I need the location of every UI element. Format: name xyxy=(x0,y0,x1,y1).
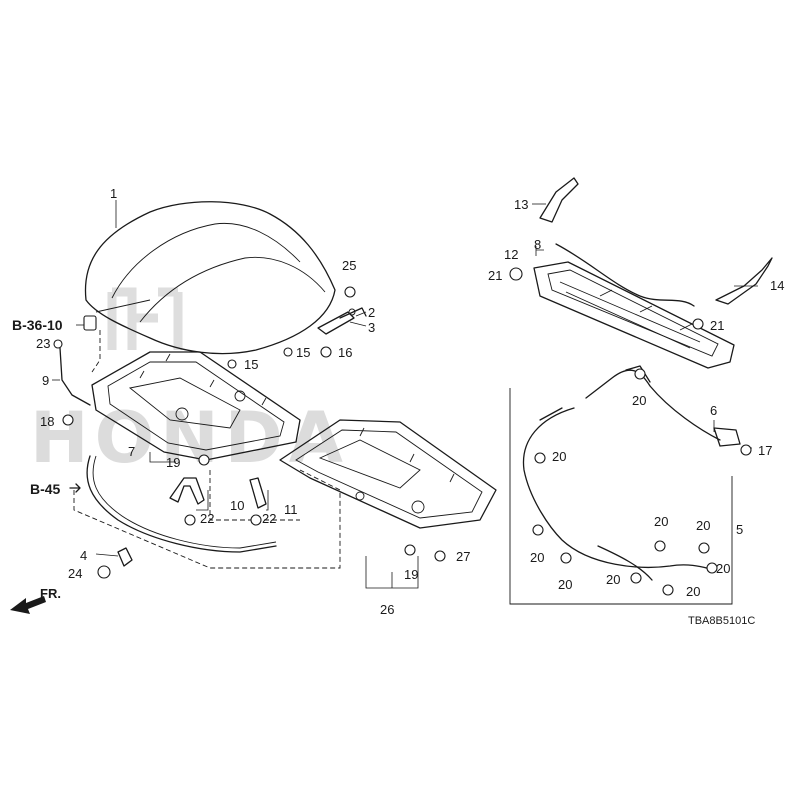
latch-bracket-right[interactable] xyxy=(249,477,267,509)
part-number: 20 xyxy=(606,572,620,587)
part-number: 22 xyxy=(262,511,276,526)
part-number: 4 xyxy=(80,548,87,563)
bracket-4-icon xyxy=(117,547,133,567)
guide-line-b36 xyxy=(91,330,101,373)
part-number: 12 xyxy=(504,247,518,262)
hood-latch[interactable] xyxy=(713,427,741,447)
part-number: 19 xyxy=(166,455,180,470)
part-number: 5 xyxy=(736,522,743,537)
guide-line-frame xyxy=(209,470,300,521)
part-number: 24 xyxy=(68,566,82,581)
front-label: FR. xyxy=(40,586,61,601)
part-number: 14 xyxy=(770,278,784,293)
clip-25-icon xyxy=(344,286,356,298)
hood-lower-panel[interactable] xyxy=(279,419,497,529)
clip-20i-icon xyxy=(706,562,718,574)
latch-bracket-left[interactable] xyxy=(169,477,205,505)
part-number: 21 xyxy=(488,268,502,283)
part-number: 11 xyxy=(284,502,298,517)
honda-watermark: HONDA xyxy=(30,287,349,479)
part-number: 15 xyxy=(296,345,310,360)
clip-19b-icon xyxy=(404,544,416,556)
part-number: 9 xyxy=(42,373,49,388)
cable-group-box xyxy=(509,388,733,605)
part-number: 20 xyxy=(530,550,544,565)
part-number: 3 xyxy=(368,320,375,335)
part-number: 20 xyxy=(716,561,730,576)
hinge-assembly[interactable] xyxy=(317,307,367,335)
part-number: 25 xyxy=(342,258,356,273)
hood-frame[interactable] xyxy=(91,351,301,461)
cross-references: B-36-10 B-45 xyxy=(12,317,84,497)
part-number: 21 xyxy=(710,318,724,333)
ref-label-b45: B-45 xyxy=(30,481,61,497)
wiper-cover-right[interactable] xyxy=(715,257,773,305)
part-number: 15 xyxy=(244,357,258,372)
part-number: 19 xyxy=(404,567,418,582)
clip-27-icon xyxy=(434,550,446,562)
clip-19a-icon xyxy=(198,454,210,466)
part-number: 13 xyxy=(514,197,528,212)
clip-16-icon xyxy=(320,346,332,358)
watermark-text: HONDA xyxy=(30,397,349,479)
part-number: 22 xyxy=(200,511,214,526)
part-number: 20 xyxy=(632,393,646,408)
diagram-code: TBA8B5101C xyxy=(688,615,755,627)
grommet-15a-icon xyxy=(227,359,237,369)
part-number: 27 xyxy=(456,549,470,564)
wiper-cover-left[interactable] xyxy=(539,177,579,223)
part-number: 10 xyxy=(230,498,244,513)
hood-seal-strip[interactable] xyxy=(86,455,277,553)
part-number: 8 xyxy=(534,237,541,252)
clip-21a-icon xyxy=(509,267,523,281)
ref-label-b36-10: B-36-10 xyxy=(12,317,63,333)
bolt-22b-icon xyxy=(250,514,262,526)
clip-20g-icon xyxy=(630,572,642,584)
part-number: 20 xyxy=(696,518,710,533)
part-number: 23 xyxy=(36,336,50,351)
part-number: 6 xyxy=(710,403,717,418)
part-number: 20 xyxy=(552,449,566,464)
clip-20h-icon xyxy=(662,584,674,596)
part-number: 1 xyxy=(110,186,117,201)
grommet-15b-icon xyxy=(283,347,293,357)
clip-20a-icon xyxy=(534,452,546,464)
release-cable[interactable] xyxy=(522,365,721,581)
clip-18-icon xyxy=(62,414,74,426)
hood-panel[interactable] xyxy=(84,201,336,355)
clip-20e-icon xyxy=(654,540,666,552)
front-arrow-icon xyxy=(10,596,46,614)
part-number: 20 xyxy=(686,584,700,599)
clip-20c-icon xyxy=(532,524,544,536)
clip-21b-icon xyxy=(692,318,704,330)
bolt-24-icon xyxy=(97,565,111,579)
clip-b36-icon xyxy=(83,315,97,331)
guide-line-b45 xyxy=(73,469,341,569)
clip-20d-icon xyxy=(560,552,572,564)
bolt-22a-icon xyxy=(184,514,196,526)
front-arrow: FR. xyxy=(10,586,61,614)
leader-lines xyxy=(52,200,758,589)
clip-20b-icon xyxy=(634,368,646,380)
part-number: 26 xyxy=(380,602,394,617)
clip-20f-icon xyxy=(698,542,710,554)
part-number: 18 xyxy=(40,414,54,429)
part-number: 7 xyxy=(128,444,135,459)
part-number: 20 xyxy=(654,514,668,529)
part-labels: 1 2 3 4 5 6 7 8 9 10 11 12 13 14 15 15 1… xyxy=(36,186,784,617)
cowl-top-panel[interactable] xyxy=(533,261,735,369)
part-number: 16 xyxy=(338,345,352,360)
hood-support-rod[interactable] xyxy=(59,347,91,406)
cowl-seal[interactable] xyxy=(555,243,695,307)
part-number: 20 xyxy=(558,577,572,592)
fasteners xyxy=(62,267,752,596)
part-number: 2 xyxy=(368,305,375,320)
rod-clip-icon xyxy=(53,339,63,349)
clip-17-icon xyxy=(740,444,752,456)
part-number: 17 xyxy=(758,443,772,458)
